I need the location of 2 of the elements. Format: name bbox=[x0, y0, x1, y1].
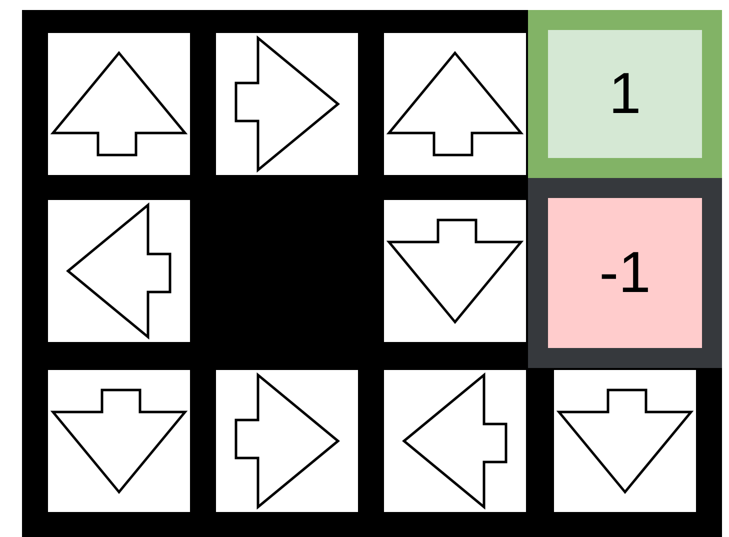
reward-value: -1 bbox=[599, 244, 651, 302]
reward-value: 1 bbox=[608, 65, 642, 123]
